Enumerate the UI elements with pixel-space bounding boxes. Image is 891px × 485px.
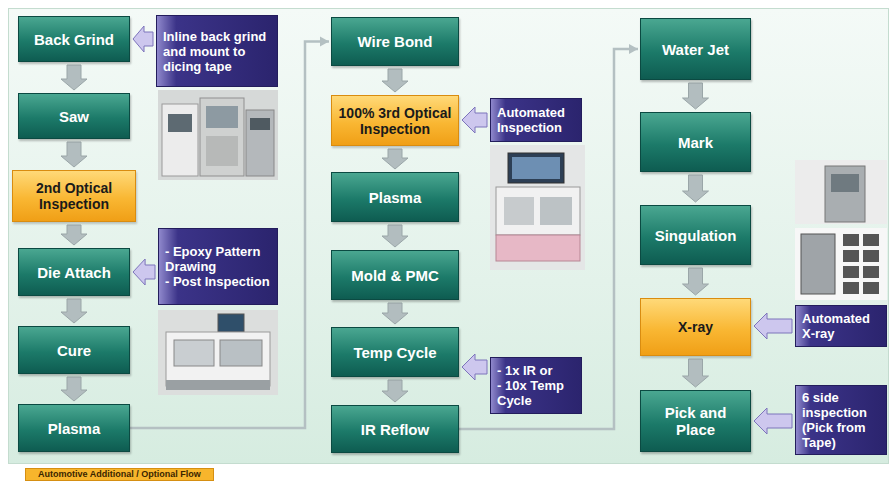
process-box: Pick and Place bbox=[640, 390, 751, 452]
process-box: Temp Cycle bbox=[331, 327, 459, 377]
callout-text: - Post Inspection bbox=[165, 274, 270, 289]
box-label: Pick and Place bbox=[647, 404, 744, 438]
box-label: IR Reflow bbox=[361, 421, 429, 438]
flow-arrow bbox=[683, 175, 709, 202]
process-box: Saw bbox=[18, 93, 130, 139]
process-box: Water Jet bbox=[640, 18, 751, 80]
box-label: Saw bbox=[59, 108, 89, 125]
callout-text: - Epoxy Pattern Drawing bbox=[165, 244, 271, 274]
process-box: Mold & PMC bbox=[331, 250, 459, 300]
flow-arrow bbox=[130, 37, 329, 429]
callout-box: Inline back grind and mount to dicing ta… bbox=[156, 15, 278, 87]
box-label: X-ray bbox=[678, 319, 713, 335]
box-label: Singulation bbox=[655, 227, 737, 244]
flow-arrow bbox=[382, 303, 408, 324]
flow-arrow bbox=[61, 65, 87, 90]
box-label: Cure bbox=[57, 342, 91, 359]
callout-text: Inline back grind and mount to dicing ta… bbox=[163, 29, 271, 74]
process-box: Plasma bbox=[331, 172, 459, 222]
box-label: 2nd Optical Inspection bbox=[19, 180, 129, 212]
inspection-box: 2nd Optical Inspection bbox=[12, 170, 136, 222]
flow-arrow bbox=[683, 359, 709, 387]
box-label: Plasma bbox=[369, 189, 422, 206]
box-label: Mold & PMC bbox=[351, 267, 439, 284]
box-label: 100% 3rd Optical Inspection bbox=[338, 105, 452, 137]
legend-text: Automotive Additional / Optional Flow bbox=[38, 469, 201, 480]
callout-arrow bbox=[133, 26, 153, 52]
box-label: Die Attach bbox=[37, 264, 111, 281]
background-panel bbox=[8, 8, 889, 464]
inspection-box: X-ray bbox=[640, 298, 751, 356]
process-box: Plasma bbox=[18, 404, 130, 452]
callout-arrow bbox=[462, 107, 487, 133]
flow-arrow bbox=[382, 69, 408, 92]
process-box: IR Reflow bbox=[331, 405, 459, 453]
callout-arrow bbox=[462, 354, 487, 380]
flow-arrow bbox=[61, 225, 87, 245]
flow-arrow bbox=[382, 225, 408, 247]
callout-box: - 1x IR or- 10x Temp Cycle bbox=[490, 357, 582, 414]
machine-photo bbox=[158, 90, 278, 180]
callout-box: Automated Inspection bbox=[490, 98, 582, 142]
box-label: Mark bbox=[678, 134, 713, 151]
flow-arrow bbox=[459, 44, 638, 429]
callout-text: 6 side inspection (Pick from Tape) bbox=[802, 390, 880, 450]
callout-text: Automated X-ray bbox=[802, 311, 880, 341]
callout-arrow bbox=[133, 259, 155, 285]
inspection-box: 100% 3rd Optical Inspection bbox=[331, 95, 459, 146]
process-box: Mark bbox=[640, 112, 751, 172]
box-label: Temp Cycle bbox=[353, 344, 436, 361]
flow-arrow bbox=[382, 380, 408, 402]
callout-box: 6 side inspection (Pick from Tape) bbox=[795, 385, 887, 455]
callout-text: Automated Inspection bbox=[497, 105, 575, 135]
callout-box: - Epoxy Pattern Drawing- Post Inspection bbox=[158, 228, 278, 305]
machine-photo bbox=[490, 145, 585, 270]
box-label: Plasma bbox=[48, 420, 101, 437]
box-label: Wire Bond bbox=[358, 33, 433, 50]
flow-arrow bbox=[61, 142, 87, 167]
callout-text: - 1x IR or bbox=[497, 363, 553, 378]
callout-text: - 10x Temp Cycle bbox=[497, 378, 575, 408]
process-box: Wire Bond bbox=[331, 17, 459, 66]
flow-arrow bbox=[61, 377, 87, 401]
box-label: Back Grind bbox=[34, 31, 114, 48]
process-box: Back Grind bbox=[18, 16, 130, 62]
box-label: Water Jet bbox=[662, 41, 729, 58]
callout-box: Automated X-ray bbox=[795, 305, 887, 347]
flow-arrow bbox=[382, 149, 408, 169]
process-box: Cure bbox=[18, 326, 130, 374]
process-box: Singulation bbox=[640, 205, 751, 265]
machine-photo bbox=[158, 310, 278, 395]
callout-arrow bbox=[754, 313, 792, 339]
flow-arrow bbox=[683, 268, 709, 295]
callout-arrow bbox=[754, 408, 792, 434]
process-box: Die Attach bbox=[18, 248, 130, 296]
flow-arrow bbox=[61, 299, 87, 323]
xray-photo bbox=[795, 160, 887, 300]
flow-arrow bbox=[683, 83, 709, 109]
